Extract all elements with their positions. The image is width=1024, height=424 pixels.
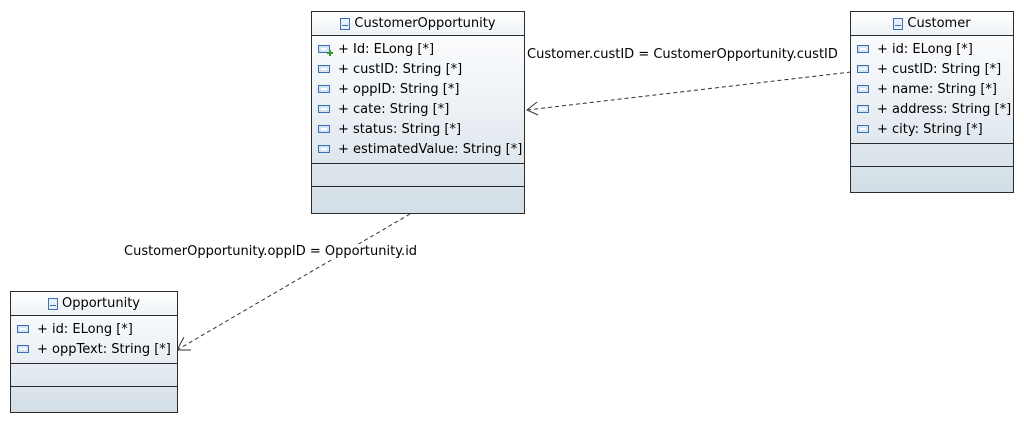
attribute-label: + address: String [*] [877, 101, 1012, 117]
class-header: Customer [851, 12, 1013, 36]
relation-label-customer-to-customer-opportunity: Customer.custID = CustomerOpportunity.cu… [526, 47, 839, 63]
attribute-label: + estimatedValue: String [*] [338, 141, 523, 157]
attribute-row[interactable]: + id: ELong [*] [851, 39, 1013, 59]
class-icon [340, 17, 351, 30]
operations-compartment [11, 364, 177, 387]
attribute-icon [17, 345, 29, 353]
class-name: CustomerOpportunity [354, 16, 496, 31]
class-name: Customer [907, 16, 971, 31]
attribute-label: + id: ELong [*] [877, 41, 973, 57]
attribute-label: + id: ELong [*] [37, 321, 133, 337]
attribute-icon [318, 105, 330, 113]
attribute-label: + custID: String [*] [877, 61, 1002, 77]
attribute-row[interactable]: + status: String [*] [312, 119, 524, 139]
class-customer[interactable]: Customer + id: ELong [*] + custID: Strin… [850, 11, 1014, 193]
attribute-label: + city: String [*] [877, 121, 983, 137]
attribute-row[interactable]: + cate: String [*] [312, 99, 524, 119]
attribute-label: + status: String [*] [338, 121, 462, 137]
attribute-row[interactable]: + address: String [*] [851, 99, 1013, 119]
attribute-compartment: + Id: ELong [*] + custID: String [*] + o… [312, 36, 524, 164]
class-customer-opportunity[interactable]: CustomerOpportunity + Id: ELong [*] + cu… [311, 11, 525, 214]
attribute-icon [857, 125, 869, 133]
attribute-icon [318, 145, 330, 153]
class-opportunity[interactable]: Opportunity + id: ELong [*] + oppText: S… [10, 291, 178, 413]
attribute-row[interactable]: + Id: ELong [*] [312, 39, 524, 59]
attribute-compartment: + id: ELong [*] + oppText: String [*] [11, 316, 177, 364]
attribute-row[interactable]: + id: ELong [*] [11, 319, 177, 339]
class-header: CustomerOpportunity [312, 12, 524, 36]
attribute-row[interactable]: + city: String [*] [851, 119, 1013, 139]
class-header: Opportunity [11, 292, 177, 316]
attribute-row[interactable]: + name: String [*] [851, 79, 1013, 99]
relation-label-customer-opportunity-to-opportunity: CustomerOpportunity.oppID = Opportunity.… [123, 244, 419, 260]
attribute-icon [857, 65, 869, 73]
attribute-label: + custID: String [*] [338, 61, 463, 77]
attribute-icon [857, 105, 869, 113]
attribute-row[interactable]: + custID: String [*] [851, 59, 1013, 79]
attribute-label: + Id: ELong [*] [338, 41, 435, 57]
attribute-icon [318, 85, 330, 93]
attribute-icon [857, 45, 869, 53]
attribute-id-icon [318, 45, 333, 56]
attribute-label: + oppID: String [*] [338, 81, 460, 97]
attribute-icon [318, 125, 330, 133]
class-icon [893, 17, 904, 30]
attribute-icon [17, 325, 29, 333]
attribute-label: + cate: String [*] [338, 101, 450, 117]
operations-compartment [312, 164, 524, 187]
relation-line-customer-opportunity-to-opportunity[interactable] [176, 213, 411, 351]
attribute-icon [857, 85, 869, 93]
attribute-icon [318, 65, 330, 73]
attribute-row[interactable]: + custID: String [*] [312, 59, 524, 79]
attribute-compartment: + id: ELong [*] + custID: String [*] + n… [851, 36, 1013, 144]
attribute-row[interactable]: + estimatedValue: String [*] [312, 139, 524, 159]
attribute-row[interactable]: + oppID: String [*] [312, 79, 524, 99]
attribute-label: + oppText: String [*] [37, 341, 171, 357]
arrow-head-icon [526, 101, 539, 116]
class-icon [47, 297, 58, 310]
attribute-row[interactable]: + oppText: String [*] [11, 339, 177, 359]
arrow-head-icon [176, 336, 191, 351]
attribute-label: + name: String [*] [877, 81, 997, 97]
class-name: Opportunity [61, 296, 140, 311]
operations-compartment [851, 144, 1013, 167]
relation-line-customer-to-customer-opportunity[interactable] [526, 71, 852, 111]
